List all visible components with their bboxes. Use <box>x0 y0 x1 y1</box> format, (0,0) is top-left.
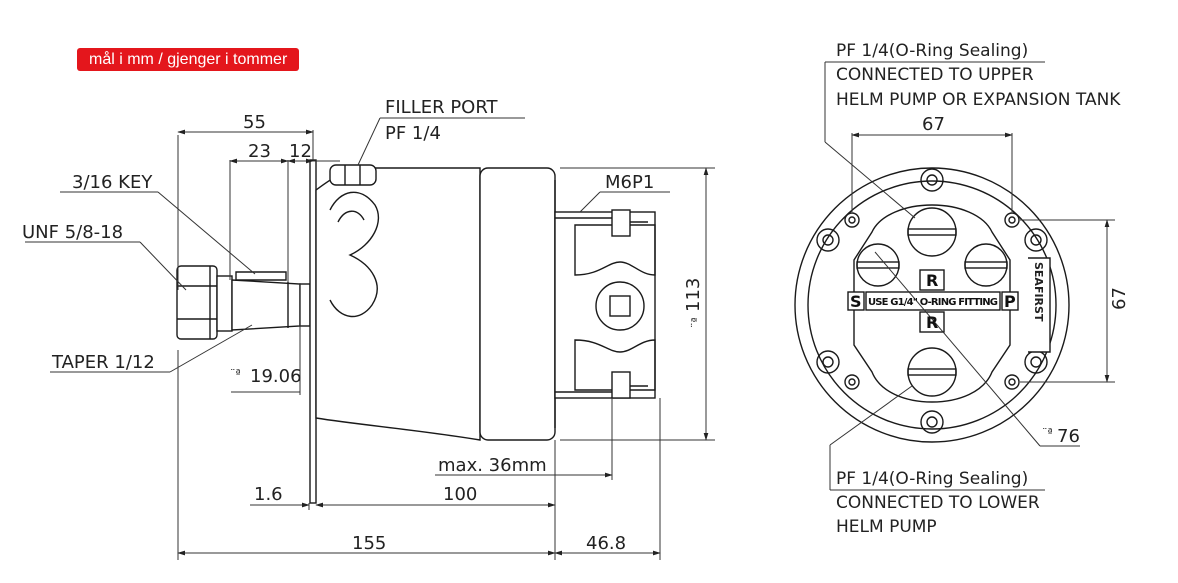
dim-67-vertical: 67 <box>1109 287 1130 310</box>
units-badge: mål i mm / gjenger i tommer <box>77 48 300 71</box>
shaft-nut <box>176 265 233 340</box>
side-dimensions <box>25 117 715 560</box>
dim-1906-prefix: ¨ª <box>230 367 241 380</box>
lower-port-line3: HELM PUMP <box>836 517 937 537</box>
side-view <box>176 159 656 504</box>
plate-text: USE G1/4" O-RING FITTING <box>868 297 998 308</box>
brand-tab <box>1028 257 1051 353</box>
dim-1906: 19.06 <box>250 366 302 387</box>
dim-55: 55 <box>243 112 266 133</box>
lower-port-spec: PF 1/4(O-Ring Sealing) <box>836 469 1028 489</box>
upper-port-line3: HELM PUMP OR EXPANSION TANK <box>836 90 1121 110</box>
pump-cylinder <box>479 167 556 441</box>
letter-r-bottom: R <box>926 313 938 332</box>
lower-port-line2: CONNECTED TO LOWER <box>836 493 1040 513</box>
upper-port-spec: PF 1/4(O-Ring Sealing) <box>836 41 1028 61</box>
dim-max-36: max. 36mm <box>438 455 547 476</box>
dim-76: 76 <box>1057 426 1080 447</box>
shaft-taper <box>231 271 311 331</box>
dim-76-prefix: ¨ª <box>1042 426 1053 439</box>
dim-46-8: 46.8 <box>586 533 626 554</box>
brand-logo-text: SEAFIRST <box>1032 262 1045 322</box>
label-filler-port: FILLER PORT <box>385 97 499 118</box>
label-filler-thread: PF 1/4 <box>385 123 441 144</box>
letter-s: S <box>850 292 862 311</box>
dim-155: 155 <box>352 533 386 554</box>
dim-12: 12 <box>289 141 312 162</box>
label-key: 3/16 KEY <box>72 172 153 193</box>
front-labels: PF 1/4(O-Ring Sealing) CONNECTED TO UPPE… <box>836 41 1130 537</box>
ports <box>856 207 1008 397</box>
mounting-plate <box>309 159 317 504</box>
letter-r-top: R <box>926 271 938 290</box>
letter-p: P <box>1004 292 1016 311</box>
label-unf: UNF 5/8-18 <box>22 222 123 243</box>
filler-port <box>329 164 377 186</box>
front-dimensions <box>824 61 1115 491</box>
label-taper: TAPER 1/12 <box>51 352 155 373</box>
dim-23: 23 <box>248 141 271 162</box>
upper-port-line2: CONNECTED TO UPPER <box>836 65 1034 85</box>
dim-113-prefix: ¨ª <box>689 317 702 328</box>
label-plate <box>865 291 1001 311</box>
pump-body-casting <box>315 167 481 441</box>
dim-100: 100 <box>443 484 477 505</box>
rear-valve-block <box>554 209 656 399</box>
dim-1-6: 1.6 <box>254 484 283 505</box>
label-m6p1: M6P1 <box>605 172 654 193</box>
dim-67-horizontal: 67 <box>922 114 945 135</box>
front-view <box>794 167 1070 443</box>
dim-113: 113 <box>683 278 704 312</box>
side-labels: 55 23 12 FILLER PORT PF 1/4 3/16 KEY UNF… <box>22 97 704 554</box>
